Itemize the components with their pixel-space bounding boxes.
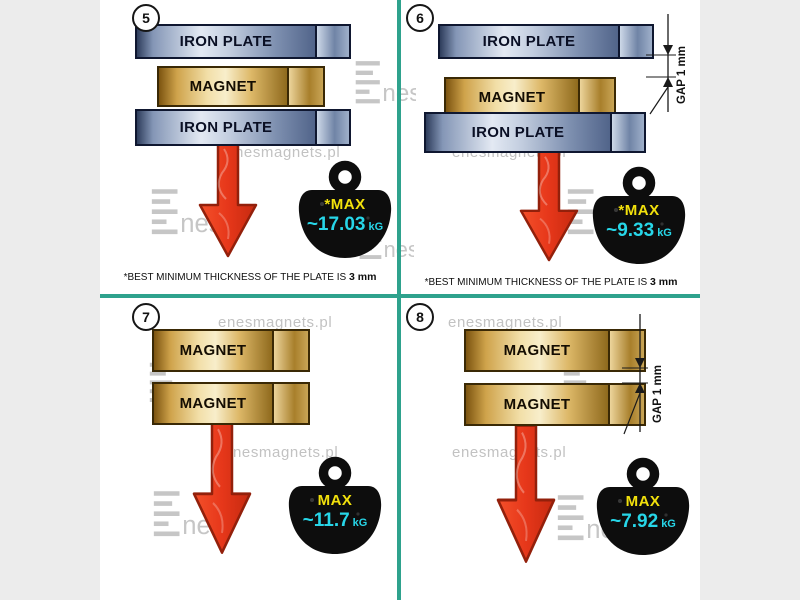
footnote-text: *BEST MINIMUM THICKNESS OF THE PLATE IS (123, 272, 347, 283)
weight-unit: kG (368, 221, 384, 233)
footnote-bold: 3 mm (348, 271, 377, 283)
svg-text:nes: nes (382, 80, 416, 107)
magnet-end (272, 331, 308, 370)
iron-plate-face: IRON PLATE (137, 26, 315, 57)
panel-number: 8 (416, 309, 424, 325)
gap-label: GAP 1 mm (676, 46, 688, 104)
magnet-label: MAGNET (179, 342, 247, 359)
magnet-label: MAGNET (179, 395, 247, 412)
magnet-bottom: MAGNET (464, 383, 646, 426)
gap-dimension-lines (622, 314, 648, 435)
weight-max-label: *MAX (618, 202, 660, 219)
panel-number: 5 (142, 10, 150, 26)
vertical-divider (397, 0, 401, 600)
kettlebell-icon (298, 160, 392, 258)
gap-label: GAP 1 mm (652, 365, 664, 423)
iron-plate-bottom: IRON PLATE (135, 109, 351, 146)
weight-max-label: MAX (625, 493, 661, 510)
magnet-face: MAGNET (466, 331, 608, 370)
arrow-shape (519, 149, 579, 262)
magnet-bottom: MAGNET (152, 382, 310, 425)
magnet-face: MAGNET (446, 79, 578, 116)
iron-plate-top: IRON PLATE (438, 24, 654, 59)
iron-plate-face: IRON PLATE (137, 111, 315, 144)
iron-plate-label: IRON PLATE (179, 33, 273, 50)
magnet-label: MAGNET (503, 342, 571, 359)
iron-plate-label: IRON PLATE (471, 124, 565, 141)
weight-unit: kG (657, 227, 672, 239)
magnet-top: MAGNET (152, 329, 310, 372)
kettlebell-icon (592, 166, 686, 264)
magnet-end (287, 68, 323, 105)
weight-max-label: *MAX (324, 196, 366, 213)
site-watermark: enesmagnets.pl (224, 444, 339, 461)
weight-value: ~9.33 (606, 220, 655, 241)
weight-value: ~11.7 (302, 510, 350, 531)
site-watermark: enesmagnets.pl (452, 444, 567, 461)
magnet-face: MAGNET (154, 331, 272, 370)
panel-number-badge-7: 7 (132, 303, 160, 331)
magnet-top: MAGNET (464, 329, 646, 372)
iron-plate-label: IRON PLATE (482, 33, 576, 50)
footnote-bold: 3 mm (649, 276, 678, 288)
arrow-shape (496, 423, 556, 563)
iron-plate-face: IRON PLATE (426, 114, 610, 151)
iron-plate-end (315, 111, 349, 144)
magnet-face: MAGNET (159, 68, 287, 105)
arrow-shape (198, 141, 258, 258)
panel-number: 7 (142, 309, 150, 325)
magnet-label: MAGNET (478, 89, 546, 106)
magnet-bar: MAGNET (157, 66, 325, 107)
panel-number-badge-8: 8 (406, 303, 434, 331)
pull-force-arrow (192, 420, 252, 554)
pull-force-arrow (496, 423, 556, 563)
magnet-face: MAGNET (154, 384, 272, 423)
svg-text:nes: nes (384, 237, 414, 262)
site-watermark: enesmagnets.pl (218, 314, 333, 331)
panel-number-badge-5: 5 (132, 4, 160, 32)
magnet-label: MAGNET (503, 396, 571, 413)
horizontal-divider (100, 294, 700, 298)
enes-logo-watermark: nes (354, 58, 421, 115)
magnet-end (578, 79, 614, 116)
arrow-shape (192, 420, 252, 554)
iron-plate-label: IRON PLATE (179, 119, 273, 136)
panel-number-badge-6: 6 (406, 4, 434, 32)
iron-plate-end (315, 26, 349, 57)
plate-thickness-footnote: *BEST MINIMUM THICKNESS OF THE PLATE IS … (106, 271, 394, 283)
pull-force-arrow (198, 141, 258, 258)
weight-value: ~17.03 (306, 214, 366, 235)
site-watermark: enesmagnets.pl (226, 144, 341, 161)
weight-max-label: MAX (317, 492, 353, 509)
iron-plate-end (618, 26, 652, 57)
iron-plate-face: IRON PLATE (440, 26, 618, 57)
weight-unit: kG (352, 517, 368, 529)
panel-number: 6 (416, 10, 424, 26)
site-watermark: enesmagnets.pl (448, 314, 563, 331)
gap-dimension-lines (646, 14, 676, 115)
iron-plate-bottom: IRON PLATE (424, 112, 646, 153)
pull-force-arrow (519, 149, 579, 262)
iron-plate-end (610, 114, 644, 151)
plate-thickness-footnote: *BEST MINIMUM THICKNESS OF THE PLATE IS … (406, 276, 696, 288)
iron-plate-top: IRON PLATE (135, 24, 351, 59)
kettlebell-icon (596, 457, 690, 555)
weight-unit: kG (661, 518, 676, 530)
magnet-end (272, 384, 308, 423)
magnet-face: MAGNET (466, 385, 608, 424)
kettlebell-icon (288, 456, 382, 554)
footnote-text: *BEST MINIMUM THICKNESS OF THE PLATE IS (424, 277, 648, 288)
weight-value: ~7.92 (610, 511, 659, 532)
magnet-label: MAGNET (189, 78, 257, 95)
